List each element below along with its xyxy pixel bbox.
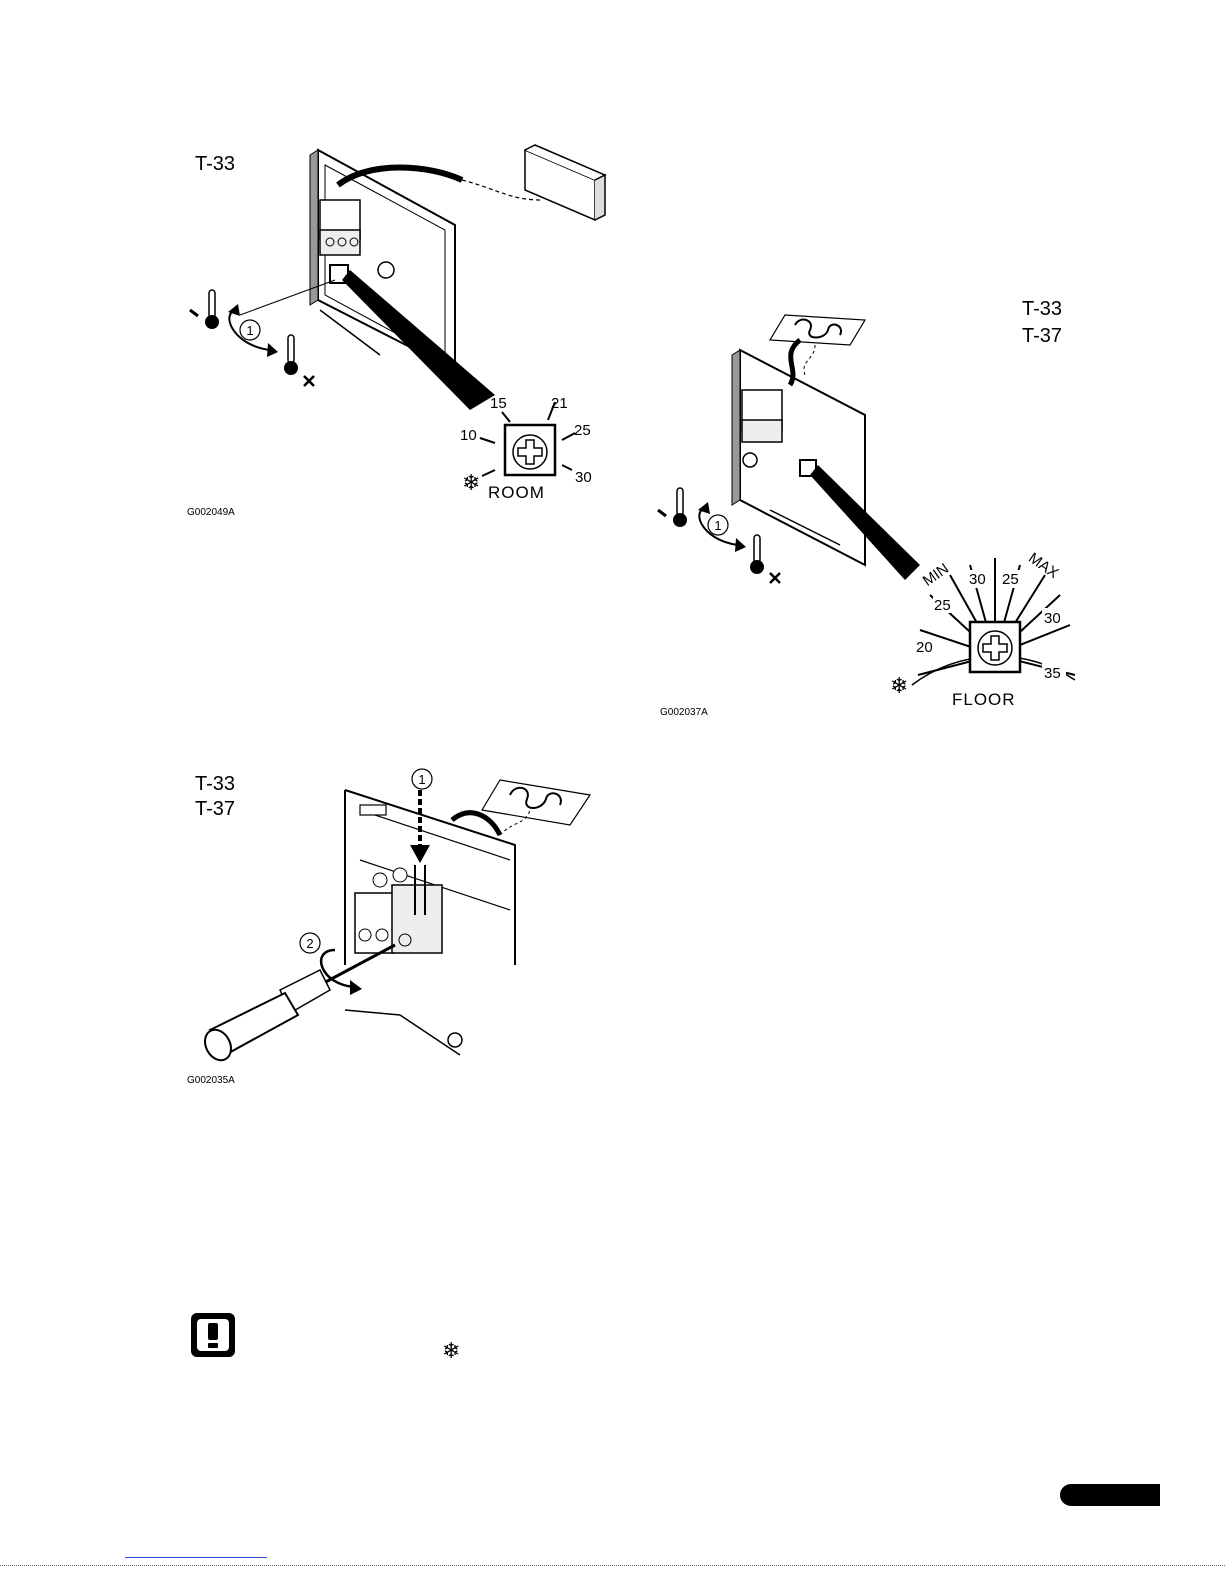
bottom-rule [0,1565,1225,1566]
dial-caption: FLOOR [952,690,1016,709]
dial-caption: ROOM [488,483,545,502]
figure-code: G002049A [187,507,235,518]
scale-label: 25 [934,597,951,614]
step-number: 1 [418,772,425,787]
thermometer-icon [284,335,314,386]
figure-code: G002035A [187,1075,235,1086]
floor-heating-icon [770,315,865,345]
step-number: 1 [246,323,253,338]
snowflake-icon: ❄ [442,1339,460,1364]
page-tab-marker [1060,1484,1160,1506]
figure-room-dial: T-33 1 [170,140,610,525]
scale-label: MIN [920,560,952,590]
model-label: T-33 [195,773,235,795]
floor-heating-icon [482,780,590,825]
snowflake-icon: ❄ [462,471,480,496]
scale-label: 15 [490,395,507,412]
sensor-box [525,145,605,220]
scale-label: 20 [916,639,933,656]
floor-dial-scale: MIN MAX 30 25 25 30 20 35 ❄ FLOOR [890,550,1075,709]
model-label: T-37 [195,798,235,820]
warning-icon [191,1313,235,1357]
zoom-wedge [342,270,495,410]
room-dial-scale: 15 21 10 25 30 ❄ ROOM [460,395,592,502]
thermostat-base [310,150,455,370]
scale-label: 25 [1002,571,1019,588]
model-label: T-33 [1022,298,1062,320]
scale-label: 35 [1044,665,1061,682]
scale-label: 25 [574,422,591,439]
scale-label: 21 [551,395,568,412]
warning-note: ❄ [190,1312,480,1372]
snowflake-icon: ❄ [890,674,908,699]
scale-label: 30 [1044,610,1061,627]
thermostat-base [345,790,515,1055]
thermometer-icon [190,290,219,329]
scale-label: 30 [575,469,592,486]
figure-wiring: T-33 T-37 1 2 G00203 [170,765,610,1095]
figure-code: G002037A [660,707,708,718]
screwdriver-icon [200,945,395,1065]
footer-link-line [125,1557,267,1558]
scale-label: 10 [460,427,477,444]
model-label: T-33 [195,153,235,175]
step-number: 1 [714,518,721,533]
thermostat-base [732,350,865,565]
thermometer-icon [750,535,780,583]
thermometer-icon [658,488,687,527]
step-number: 2 [306,936,313,951]
model-label: T-37 [1022,325,1062,347]
figure-floor-dial: T-33 T-37 1 [650,290,1090,730]
scale-label: 30 [969,571,986,588]
